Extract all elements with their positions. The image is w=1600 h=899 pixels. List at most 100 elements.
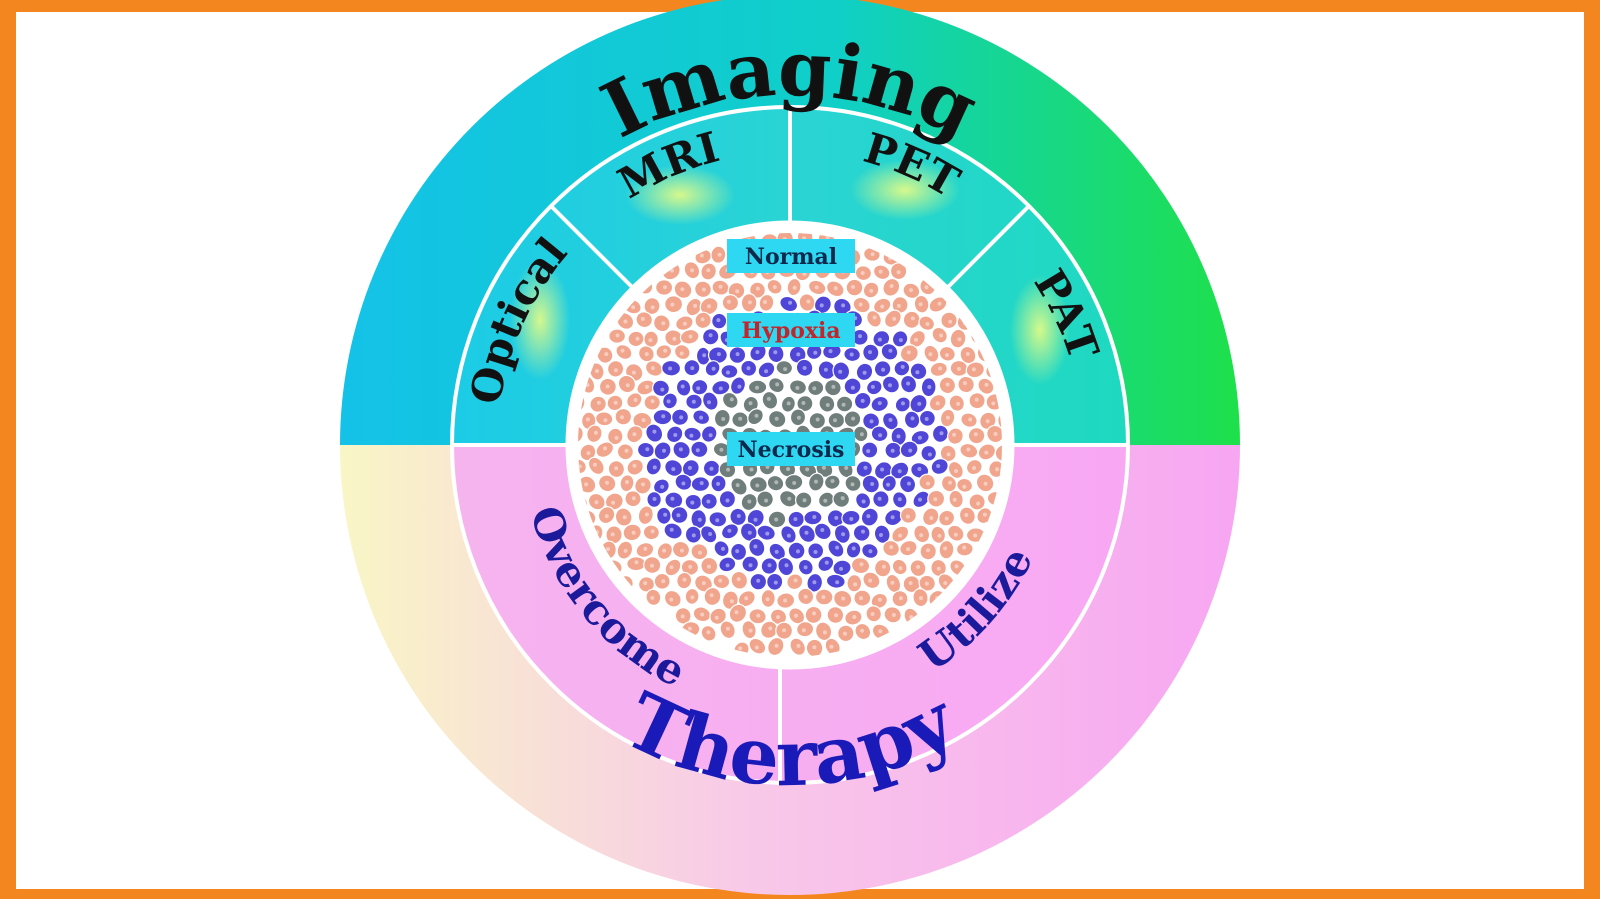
tumor-cell-normal [986, 424, 1002, 444]
tumor-cell-normal [949, 328, 967, 349]
tumor-cell-nucleus [897, 497, 902, 502]
tumor-cell-nucleus [850, 482, 855, 487]
tumor-cell-nucleus [718, 578, 723, 583]
therapy-strategies-ring [452, 445, 1128, 783]
tumor-cell-nucleus [823, 367, 828, 372]
tumor-cell-nucleus [870, 252, 875, 257]
tumor-cell-nucleus [963, 381, 967, 386]
tumor-cell-nucleus [622, 515, 627, 520]
tumor-cell-normal [710, 245, 727, 264]
tumor-cell-nucleus [862, 370, 867, 375]
tumor-cell-normal [899, 344, 919, 363]
tumor-cell-nucleus [631, 370, 636, 375]
tumor-cell-nucleus [945, 415, 950, 420]
tumor-cell-normal [959, 442, 979, 459]
tumor-cell-nucleus [605, 384, 610, 389]
tumor-cell-nucleus [625, 480, 629, 484]
tumor-cell-nucleus [614, 466, 619, 471]
tumor-cell-normal [884, 309, 902, 329]
therapy-outer-band [340, 445, 1240, 895]
tumor-cell-normal [889, 262, 908, 281]
tumor-cell-hypoxic [798, 524, 816, 543]
tumor-cell-nucleus [755, 286, 760, 291]
tumor-cell-nucleus [729, 397, 734, 402]
tumor-cell-nucleus [813, 350, 818, 355]
tumor-cell-necrotic [817, 491, 835, 508]
tumor-cell-nucleus [910, 416, 915, 421]
tumor-cell-hypoxic [713, 540, 730, 558]
tumor-cell-nucleus [783, 598, 788, 603]
tumor-cell-hypoxic [930, 458, 949, 475]
tumor-cell-nucleus [613, 400, 618, 405]
tumor-cell-nucleus [689, 433, 694, 438]
tumor-cell-nucleus [585, 417, 590, 422]
tumor-cell-nucleus [925, 322, 930, 326]
tumor-cell-nucleus [660, 387, 665, 392]
tumor-cell-normal [902, 282, 921, 300]
tumor-cell-nucleus [688, 334, 693, 339]
tumor-cell-nucleus [662, 448, 666, 453]
tumor-cell-normal [760, 620, 779, 639]
tumor-cell-nucleus [861, 499, 866, 504]
tumor-cell-nucleus [948, 480, 953, 485]
tumor-cell-nucleus [586, 451, 591, 456]
tumor-cell-normal [635, 542, 655, 558]
tumor-cell-nucleus [736, 577, 741, 582]
tumor-cell-nucleus [670, 496, 675, 501]
tumor-cell-hypoxic [855, 362, 874, 382]
tumor-cell-nucleus [620, 348, 625, 353]
tumor-cell-nucleus [633, 398, 638, 402]
tumor-cell-normal [866, 310, 882, 328]
tumor-cell-nucleus [634, 560, 639, 565]
tumor-cell-nucleus [644, 352, 649, 357]
tumor-cell-necrotic [747, 379, 768, 395]
tumor-cell-nucleus [604, 352, 609, 357]
tumor-cell-nucleus [888, 417, 893, 422]
tumor-cell-nucleus [896, 303, 901, 308]
tumor-cell-nucleus [795, 386, 800, 390]
tumor-cell-nucleus [714, 615, 719, 620]
tumor-cell-normal [965, 361, 985, 379]
tumor-cell-nucleus [849, 352, 854, 357]
tumor-cell-hypoxic [813, 522, 832, 541]
tumor-cell-nucleus [620, 415, 624, 420]
modality-divider [945, 204, 1031, 290]
tumor-cell-nucleus [916, 564, 921, 569]
tumor-cell-nucleus [908, 448, 913, 453]
tumor-cell-normal [975, 473, 995, 493]
tumor-cell-nucleus [860, 398, 865, 403]
tumor-cell-necrotic [788, 379, 808, 395]
tumor-cell-hypoxic [841, 509, 861, 526]
tumor-cell-hypoxic [645, 457, 662, 476]
tumor-cell-nucleus [764, 369, 769, 374]
tumor-cell-nucleus [606, 547, 610, 552]
tumor-cell-nucleus [690, 366, 695, 371]
tumor-cell-nucleus [603, 418, 608, 423]
tumor-cell-normal [845, 278, 864, 297]
tumor-cell-hypoxic [652, 379, 670, 398]
tumor-cell-normal [586, 424, 603, 444]
tumor-cell-hypoxic [670, 506, 689, 524]
tumor-cell-normal [850, 557, 871, 575]
tumor-cell-nucleus [738, 416, 743, 421]
tumor-cell-nucleus [668, 366, 673, 371]
tumor-cell-normal [873, 559, 892, 578]
tumor-cell-nucleus [964, 513, 969, 517]
tumor-cell-nucleus [604, 514, 609, 519]
tumor-cell-normal [947, 524, 965, 542]
tumor-cell-normal [664, 295, 684, 314]
tumor-cell-necrotic [713, 408, 731, 428]
tumor-cell-nucleus [613, 368, 618, 373]
tumor-cell-nucleus [725, 626, 730, 631]
tumor-cell-normal [694, 311, 712, 330]
tumor-cell-normal [946, 427, 964, 445]
tumor-cell-nucleus [699, 253, 704, 258]
tumor-cell-nucleus [881, 367, 886, 372]
tumor-cell-nucleus [726, 299, 731, 304]
tumor-cell-nucleus [906, 350, 911, 355]
tumor-cell-necrotic [780, 395, 796, 413]
tumor-cell-nucleus [957, 366, 961, 371]
tumor-cell-nucleus [824, 560, 829, 565]
tumor-cell-nucleus [839, 566, 844, 571]
tumor-cell-hypoxic [702, 327, 720, 346]
